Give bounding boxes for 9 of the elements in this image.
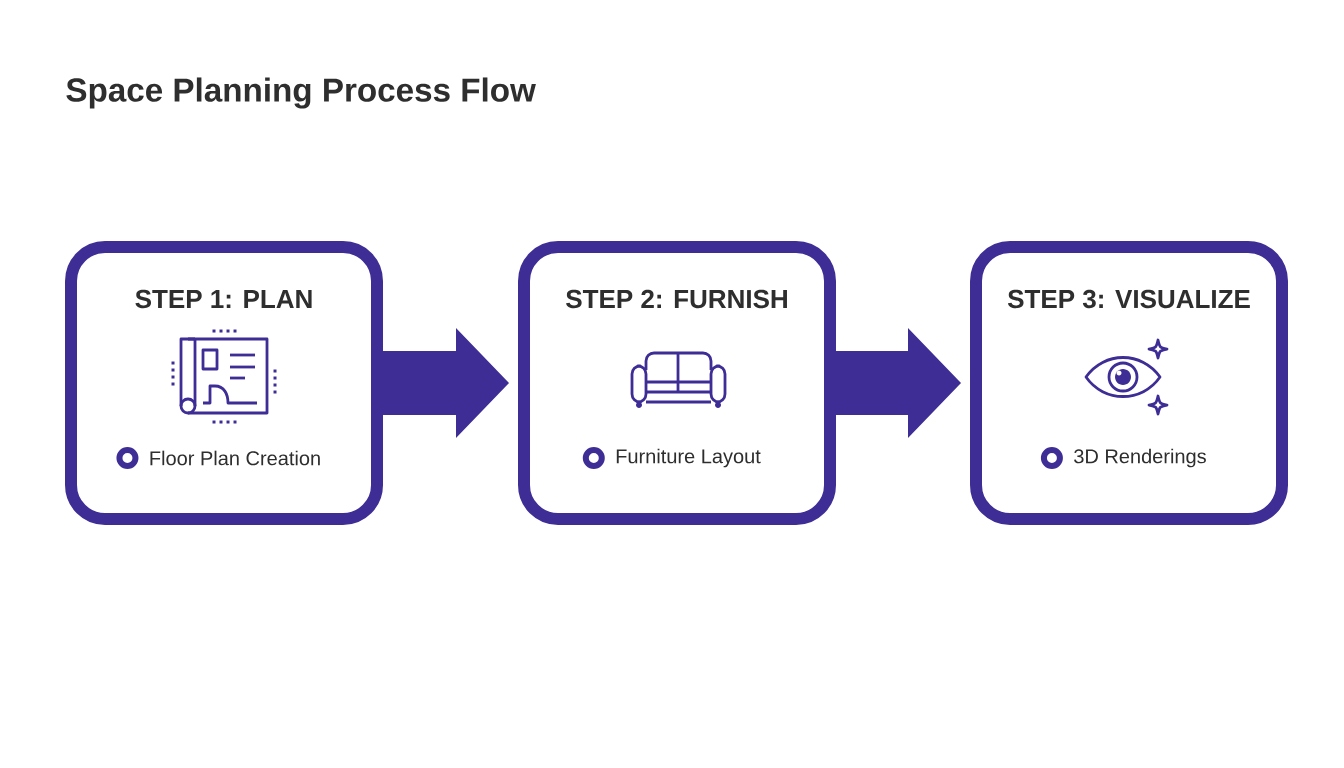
- step-heading: STEP 1: PLAN: [135, 289, 312, 309]
- bullet-text: 3D Renderings: [1074, 448, 1206, 468]
- bullet-text: Furniture Layout: [616, 448, 761, 468]
- step-heading: STEP 3: VISUALIZE: [1007, 289, 1250, 309]
- bullet-text: Floor Plan Creation: [150, 450, 320, 466]
- step-heading: STEP 2: FURNISH: [566, 289, 787, 309]
- block-arrow: [836, 328, 961, 438]
- title: Space Planning Process Flow: [66, 77, 536, 109]
- block-arrow: [383, 328, 509, 438]
